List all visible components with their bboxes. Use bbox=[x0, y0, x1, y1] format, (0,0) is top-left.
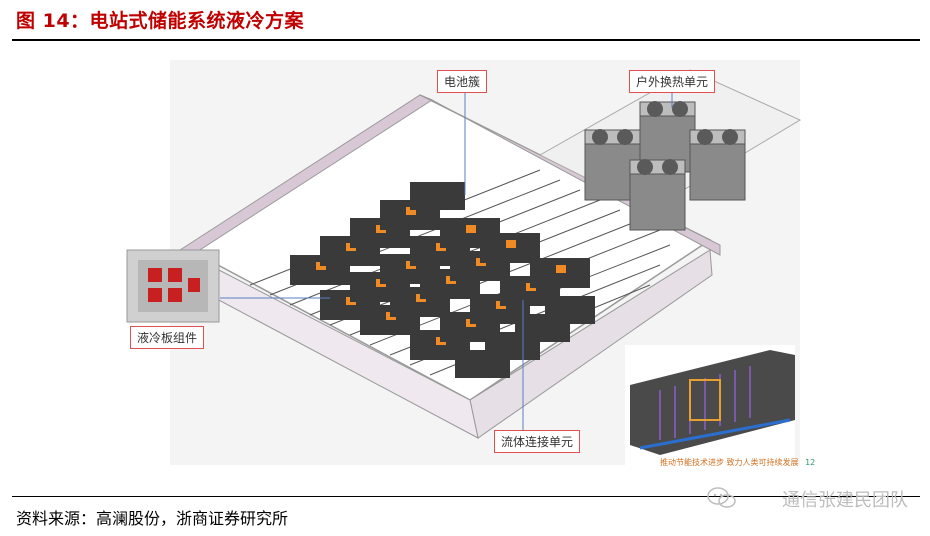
watermark: 通信张建民团队 bbox=[782, 490, 908, 511]
bottom-rule bbox=[12, 496, 920, 497]
inset-page-number: 12 bbox=[805, 458, 816, 467]
inset-caption-text: 推动节能技术进步 致力人类可持续发展 bbox=[660, 458, 799, 467]
label-battery-cluster: 电池簇 bbox=[437, 70, 488, 93]
label-fluid-connection: 流体连接单元 bbox=[494, 430, 581, 453]
battery-rack-row-5 bbox=[455, 296, 595, 378]
label-outdoor-heat-exchange: 户外换热单元 bbox=[629, 70, 716, 93]
source-note: 资料来源：高澜股份，浙商证券研究所 bbox=[16, 509, 289, 528]
outdoor-heat-exchange-units bbox=[584, 101, 746, 231]
cold-plate-inset bbox=[126, 249, 220, 323]
label-liquid-cold-plate: 液冷板组件 bbox=[130, 326, 205, 349]
figure-title: 图 14：电站式储能系统液冷方案 bbox=[16, 10, 305, 32]
inset-caption: 推动节能技术进步 致力人类可持续发展 12 bbox=[660, 457, 815, 468]
battery-rack-row-1 bbox=[290, 182, 465, 285]
leader-lines bbox=[220, 90, 673, 430]
pipe-rack-inset bbox=[625, 345, 795, 470]
wechat-icon bbox=[707, 487, 736, 508]
battery-rack-row-3 bbox=[360, 233, 540, 335]
top-rule bbox=[12, 39, 920, 41]
